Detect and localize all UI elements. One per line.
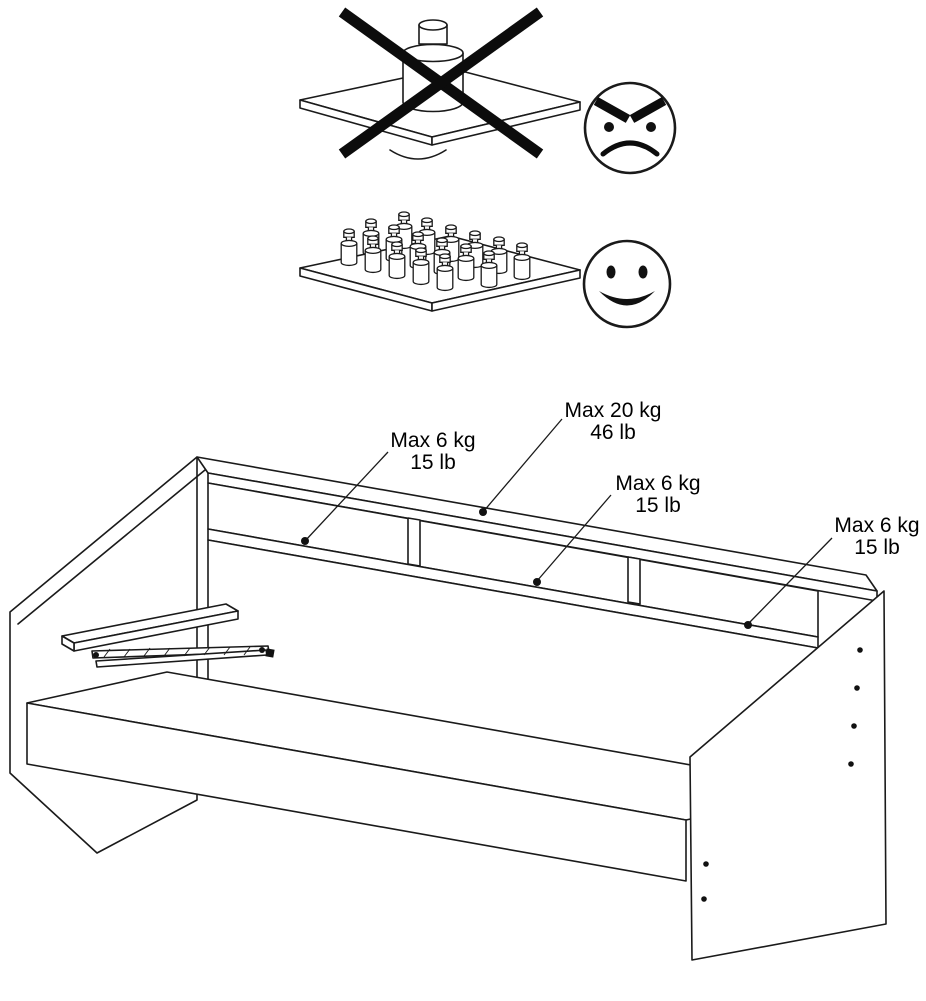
side-rail-ledge: [61, 603, 239, 652]
front-rail: [26, 702, 687, 882]
compartment-divider-left: [407, 517, 421, 567]
cam-hole: [848, 761, 854, 767]
angry-left-eyebrow: [593, 97, 631, 123]
correct-loading-figure: [299, 211, 581, 312]
cam-hole: [857, 647, 863, 653]
cam-hole: [703, 861, 709, 867]
bracket-end-pin: [259, 647, 265, 653]
small-weight-icon: [480, 250, 498, 289]
leader-line: [747, 537, 833, 625]
daybed-drawing: [9, 456, 887, 961]
leader-dot: [533, 578, 541, 586]
angry-left-eye: [604, 122, 614, 132]
bracket-hinge-pin: [93, 652, 99, 658]
right-side-panel: [689, 590, 887, 961]
small-weight-icon: [388, 241, 406, 280]
sag-line: [389, 149, 447, 160]
back-shelf-assembly: [196, 456, 878, 809]
happy-right-eye: [638, 265, 648, 279]
small-weight-icon: [457, 243, 475, 282]
bed-platform: [26, 671, 827, 882]
small-weight-icon: [412, 247, 430, 286]
support-bracket: [91, 645, 275, 668]
leader-dot: [479, 508, 487, 516]
happy-face-icon: [582, 239, 672, 329]
leader-line: [304, 451, 389, 542]
wrong-loading-figure: [299, 7, 581, 160]
leader-dot: [744, 621, 752, 629]
small-weight-icon: [513, 242, 531, 281]
happy-smile: [599, 291, 655, 306]
cross-out-x-icon: [338, 7, 544, 159]
leader-dot: [301, 537, 309, 545]
angry-frown: [600, 140, 660, 157]
leader-line: [536, 494, 612, 582]
cam-hole: [854, 685, 860, 691]
happy-left-eye: [606, 265, 616, 279]
angry-right-eyebrow: [629, 97, 667, 123]
cam-hole: [701, 896, 707, 902]
left-panel-edge-line: [17, 469, 206, 625]
small-weight-icon: [340, 228, 358, 267]
small-weight-icon: [436, 253, 454, 292]
compartment-divider-right: [627, 556, 641, 605]
cam-hole: [851, 723, 857, 729]
small-weight-icon: [364, 235, 382, 274]
angry-face-icon: [583, 81, 677, 175]
angry-right-eye: [646, 122, 656, 132]
leader-line: [482, 418, 563, 513]
bracket-mount: [265, 648, 275, 658]
